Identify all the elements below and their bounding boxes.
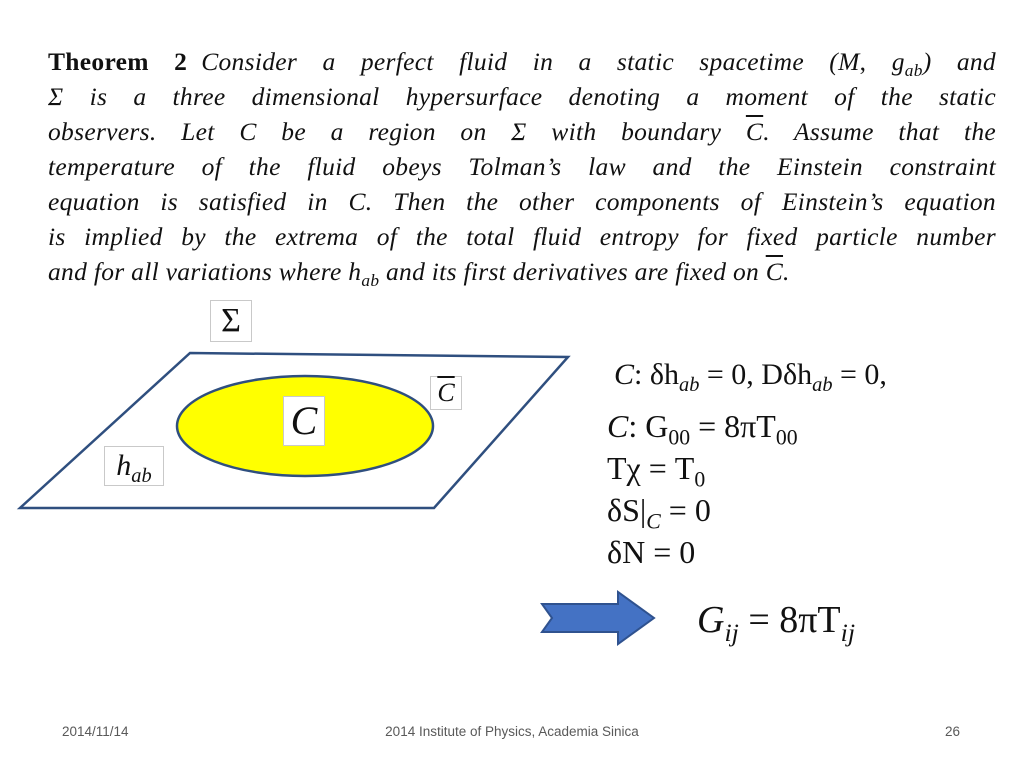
eq-sub: 0 [694, 467, 706, 492]
theorem-text: . [783, 257, 790, 286]
eq-text: = 8πT [690, 408, 776, 444]
theorem-text: and for all variations where [48, 257, 349, 286]
eq-sub: 00 [668, 425, 691, 450]
eq-text: δS| [607, 492, 647, 528]
eq-text: = 8πT [738, 599, 841, 641]
theorem-line-1: Theorem 2 Consider a perfect fluid in a s… [48, 44, 996, 79]
particle-number-equation: δN = 0 [607, 534, 695, 571]
math-C: C [607, 408, 629, 444]
eq-text: : δh [634, 358, 679, 391]
metric-label: hab [104, 446, 164, 486]
math-sub-ab: ab [361, 271, 380, 291]
math-M: M [838, 47, 860, 76]
eq-text: = 0, Dδh [699, 358, 813, 391]
right-arrow-icon [540, 590, 656, 646]
eq-text: G [697, 599, 725, 641]
slide-number: 26 [945, 724, 961, 739]
theorem-text: Consider a perfect fluid in a static spa… [201, 47, 839, 76]
math-C-bar: C [745, 117, 764, 146]
eq-sub: 00 [775, 425, 798, 450]
region-label: C [283, 396, 325, 446]
boundary-label-text: C [437, 378, 455, 407]
theorem-text: be a region on Σ with boundary [256, 117, 746, 146]
entropy-variation-equation: δS|C = 0 [607, 492, 711, 532]
theorem-text: ) and [922, 47, 996, 76]
eq-sub: C [646, 509, 661, 534]
theorem-line-6: is implied by the extrema of the total f… [48, 222, 996, 251]
sigma-label: Σ [210, 300, 252, 342]
theorem-line-2: Σ is a three dimensional hypersurface de… [48, 82, 996, 111]
math-comma: , [859, 47, 892, 76]
eq-text: : G [628, 408, 669, 444]
theorem-line-4: temperature of the fluid obeys Tolman’s … [48, 152, 996, 181]
theorem-block: Theorem 2 Consider a perfect fluid in a s… [48, 44, 996, 289]
footer-date: 2014/11/14 [62, 724, 129, 739]
theorem-text: observers. Let [48, 117, 240, 146]
math-g: g [891, 47, 905, 76]
eq-text: Tχ = T [607, 450, 695, 486]
theorem-text: and its first derivatives are fixed on [379, 257, 766, 286]
metric-label-base: h [116, 449, 132, 482]
math-h: h [348, 257, 362, 286]
footer-institution: 2014 Institute of Physics, Academia Sini… [385, 724, 639, 739]
eq-sub: ij [724, 618, 739, 648]
einstein-equation: Gij = 8πTij [697, 598, 855, 645]
theorem-heading: Theorem 2 [48, 47, 188, 76]
metric-label-sub: ab [131, 465, 152, 488]
theorem-line-5: equation is satisfied in C. Then the oth… [48, 187, 996, 216]
math-C-bar: C [765, 257, 784, 286]
eq-sub: ij [840, 618, 855, 648]
theorem-line-7: and for all variations where hab and its… [48, 254, 996, 289]
eq-text: = 0 [660, 492, 711, 528]
constraint-equation: C: G00 = 8πT00 [607, 408, 798, 448]
eq-text: δN = 0 [607, 534, 696, 570]
theorem-text: . Assume that the [763, 117, 997, 146]
math-sub-ab: ab [904, 61, 923, 81]
theorem-line-3: observers. Let C be a region on Σ with b… [48, 114, 996, 149]
eq-sub: ab [679, 374, 700, 392]
eq-sub: ab [812, 374, 833, 392]
eq-text: = 0, [832, 358, 887, 391]
math-C: C [239, 117, 257, 146]
boundary-condition-equation: C: δhab = 0, Dδhab = 0, [614, 358, 974, 392]
boundary-label: C [430, 376, 462, 410]
tolman-equation: Tχ = T0 [607, 450, 705, 490]
math-C-bar: C [614, 358, 635, 391]
